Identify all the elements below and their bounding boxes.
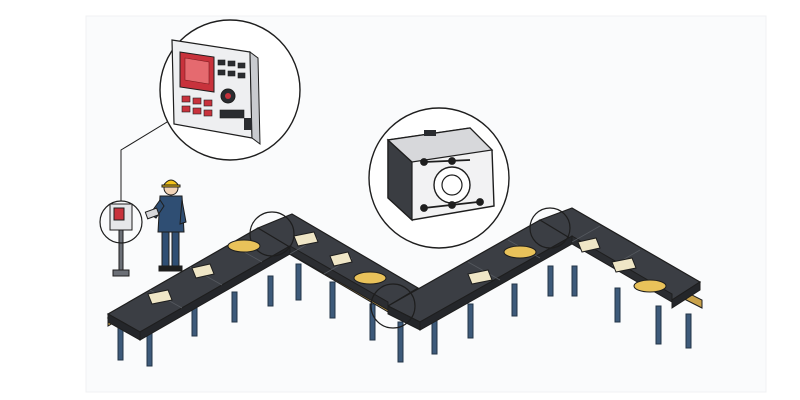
load-cell-icon [368,107,510,249]
terminal-stand [109,203,133,277]
belt-magnifier-rings [249,207,571,329]
cheese-wedges [147,231,637,305]
worker-icon [144,179,187,272]
conveyor-legs [117,263,692,367]
weighing-terminal-icon [159,19,301,161]
cheese-wheels [227,239,667,293]
